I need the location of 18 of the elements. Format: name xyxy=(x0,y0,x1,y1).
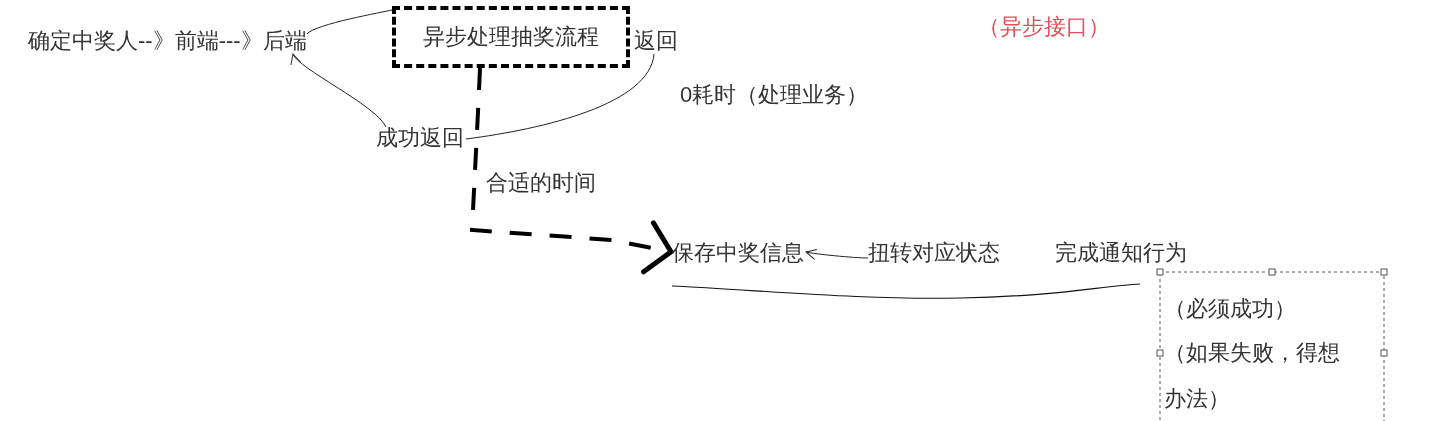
text-label: 保存中奖信息 xyxy=(672,240,804,266)
arrow xyxy=(292,53,387,128)
text-label: 扭转对应状态 xyxy=(868,240,1000,266)
text-label: 完成通知行为 xyxy=(1055,240,1187,266)
text-label: 成功返回 xyxy=(376,125,464,151)
note-text: （必须成功） xyxy=(1164,295,1297,323)
edge-label: 合适的时间 xyxy=(486,170,596,196)
text-label: 确定中奖人--》前端---》后端 xyxy=(28,28,307,54)
dashed-box: 异步处理抽奖流程 xyxy=(392,6,630,68)
note-text: （异步接口） xyxy=(978,14,1110,40)
arrow xyxy=(805,248,869,260)
text-label: 返回 xyxy=(634,28,678,54)
dashed-arrow xyxy=(469,67,674,275)
connector-line xyxy=(306,9,393,35)
connector-line xyxy=(465,53,655,140)
note-text: （如果失败，得想办法） xyxy=(1164,339,1341,413)
text-box xyxy=(1156,268,1388,421)
note-text: 0耗时（处理业务） xyxy=(680,82,869,108)
